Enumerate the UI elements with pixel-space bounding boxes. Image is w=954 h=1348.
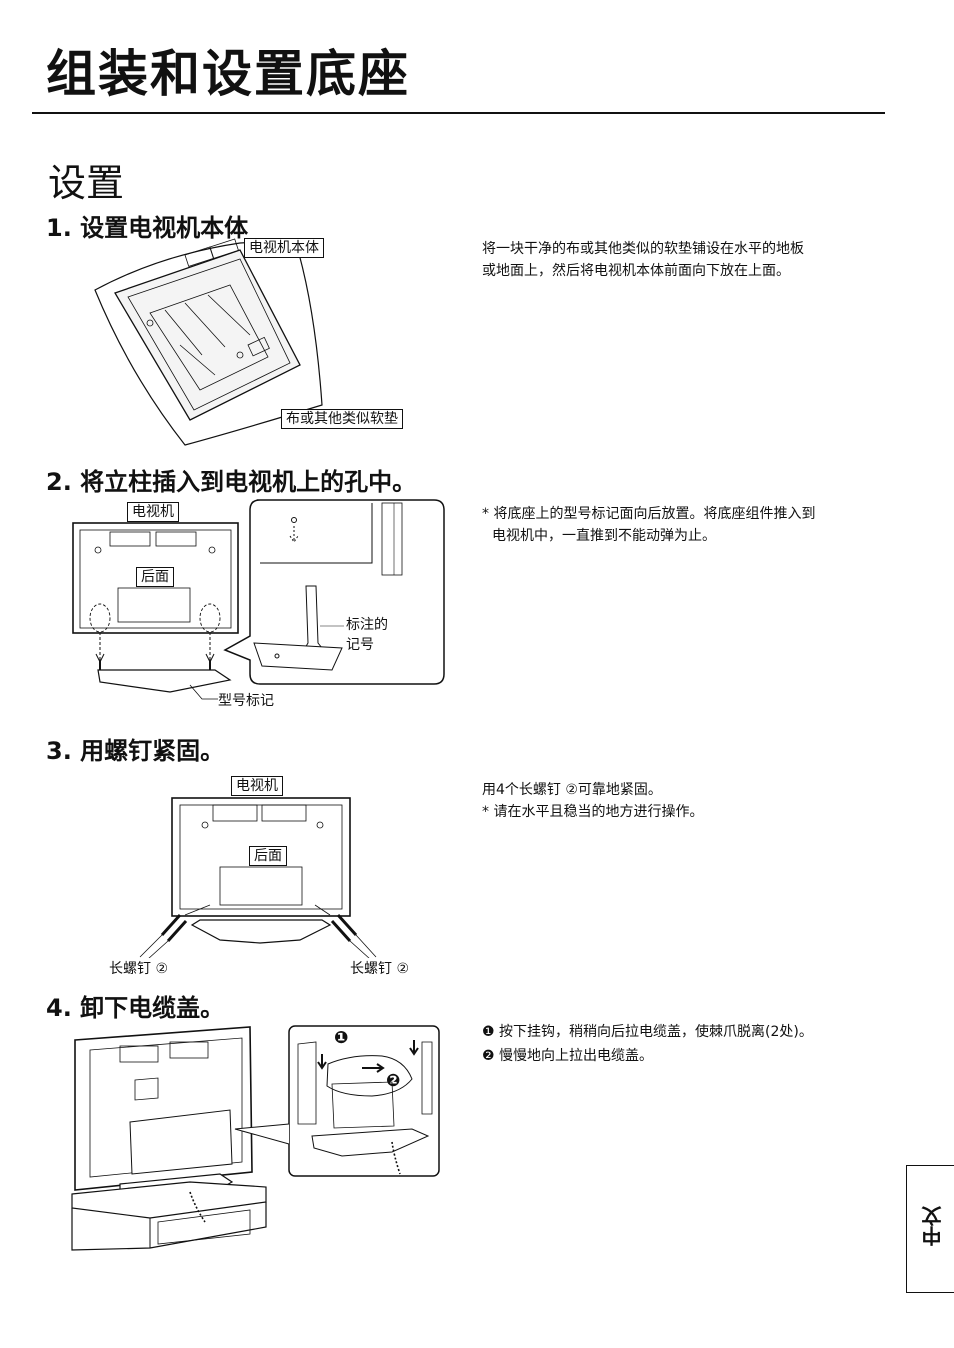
step2-desc-line1: * 将底座上的型号标记面向后放置。将底座组件推入到 (482, 503, 815, 525)
step4-heading: 4. 卸下电缆盖。 (46, 988, 224, 1023)
step4-desc-line2: ❷ 慢慢地向上拉出电缆盖。 (482, 1044, 813, 1068)
label-long-screw-left: 长螺钉 ② (109, 958, 168, 978)
language-tab: 中文 (906, 1165, 954, 1293)
page-title: 组装和设置底座 (46, 34, 410, 106)
label-soft-cloth: 布或其他类似软垫 (281, 409, 403, 429)
label-tv: 电视机 (127, 502, 179, 522)
step3-desc-line1: 用4个长螺钉 ②可靠地紧固。 (482, 779, 703, 801)
model-mark-leader (190, 685, 220, 705)
step3-description: 用4个长螺钉 ②可靠地紧固。 * 请在水平且稳当的地方进行操作。 (482, 779, 703, 823)
label-model-mark: 型号标记 (218, 690, 274, 710)
language-tab-label: 中文 (918, 1206, 947, 1246)
step4-description: ❶ 按下挂钩，稍稍向后拉电缆盖，使棘爪脱离(2处)。 ❷ 慢慢地向上拉出电缆盖。 (482, 1020, 813, 1068)
step3-heading: 3. 用螺钉紧固。 (46, 731, 224, 766)
step3-illustration (140, 795, 380, 955)
label-marked-line1: 标注的 (346, 615, 388, 635)
step1-desc-line1: 将一块干净的布或其他类似的软垫铺设在水平的地板 (482, 238, 804, 260)
callout-1: ❶ (334, 1028, 348, 1048)
step2-tv-illustration (70, 520, 245, 695)
label-tv-body: 电视机本体 (244, 238, 324, 258)
step3-desc-line2: * 请在水平且稳当的地方进行操作。 (482, 801, 703, 823)
step2-desc-line2: 电视机中，一直推到不能动弹为止。 (482, 525, 815, 547)
title-divider (32, 112, 885, 114)
label-tv: 电视机 (231, 776, 283, 796)
label-marked-line2: 记号 (346, 635, 388, 655)
step2-heading: 2. 将立柱插入到电视机上的孔中。 (46, 462, 416, 497)
step1-desc-line2: 或地面上，然后将电视机本体前面向下放在上面。 (482, 260, 804, 282)
step4-desc-line1: ❶ 按下挂钩，稍稍向后拉电缆盖，使棘爪脱离(2处)。 (482, 1020, 813, 1044)
step1-description: 将一块干净的布或其他类似的软垫铺设在水平的地板 或地面上，然后将电视机本体前面向… (482, 238, 804, 282)
callout-2: ❷ (386, 1071, 400, 1091)
stand-base (192, 920, 330, 943)
step2-detail-callout (222, 498, 447, 688)
label-marked-sign: 标注的 记号 (346, 615, 388, 655)
label-long-screw-right: 长螺钉 ② (350, 958, 409, 978)
label-rear: 后面 (249, 846, 287, 866)
step2-description: * 将底座上的型号标记面向后放置。将底座组件推入到 电视机中，一直推到不能动弹为… (482, 503, 815, 547)
section-title: 设置 (48, 152, 124, 207)
label-rear: 后面 (136, 567, 174, 587)
